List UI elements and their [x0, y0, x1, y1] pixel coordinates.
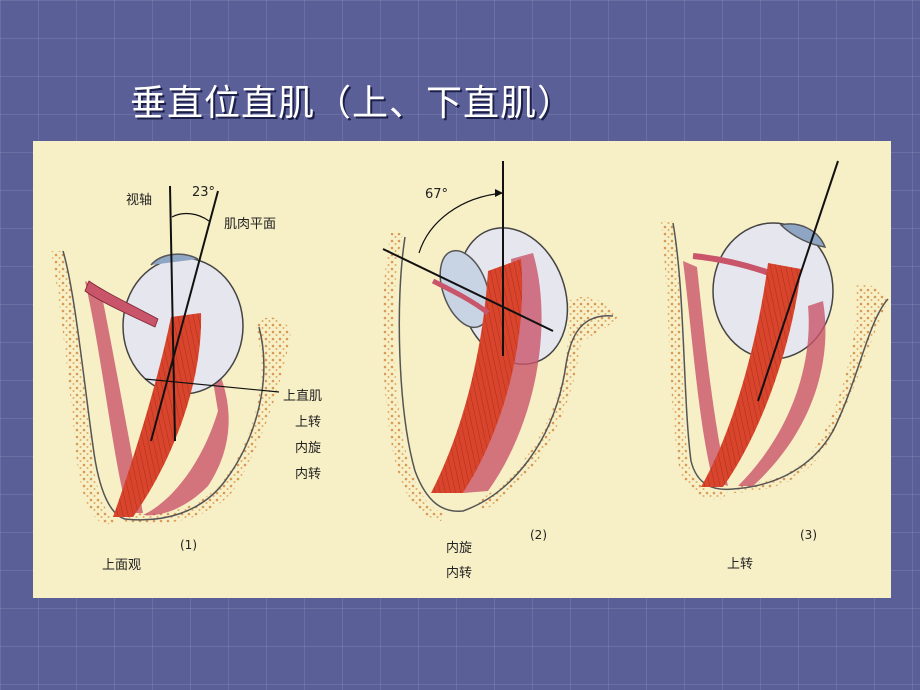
panel1-action-intorsion: 内旋	[295, 441, 322, 456]
muscle-plane-label: 肌肉平面	[224, 217, 277, 232]
panel1-number: (1)	[180, 538, 197, 552]
panel-3-illustration	[661, 160, 889, 500]
eye-muscle-diagram	[51, 160, 889, 525]
superior-view-label: 上面观	[102, 558, 142, 573]
slide-title: 垂直位直肌（上、下直肌）	[130, 83, 575, 124]
angle-23-label: 23°	[192, 185, 216, 200]
panel2-action-intorsion: 内旋	[446, 541, 473, 556]
panel-2-illustration	[382, 161, 618, 521]
superior-rectus-label: 上直肌	[283, 389, 323, 404]
panel1-action-elevation: 上转	[295, 415, 322, 430]
visual-axis-label: 视轴	[126, 193, 153, 208]
panel3-action-elevation: 上转	[727, 557, 754, 572]
panel2-action-adduction: 内转	[446, 566, 473, 581]
angle-67-label: 67°	[425, 187, 449, 202]
eye-muscle-figure: 视轴 23° 肌肉平面 上直肌 上转 内旋 内转 上面观 (1) 67° 内旋 …	[33, 141, 891, 598]
panel1-action-adduction: 内转	[295, 467, 322, 482]
panel-1-illustration	[51, 185, 291, 525]
panel2-number: (2)	[530, 528, 547, 542]
panel3-number: (3)	[800, 528, 817, 542]
